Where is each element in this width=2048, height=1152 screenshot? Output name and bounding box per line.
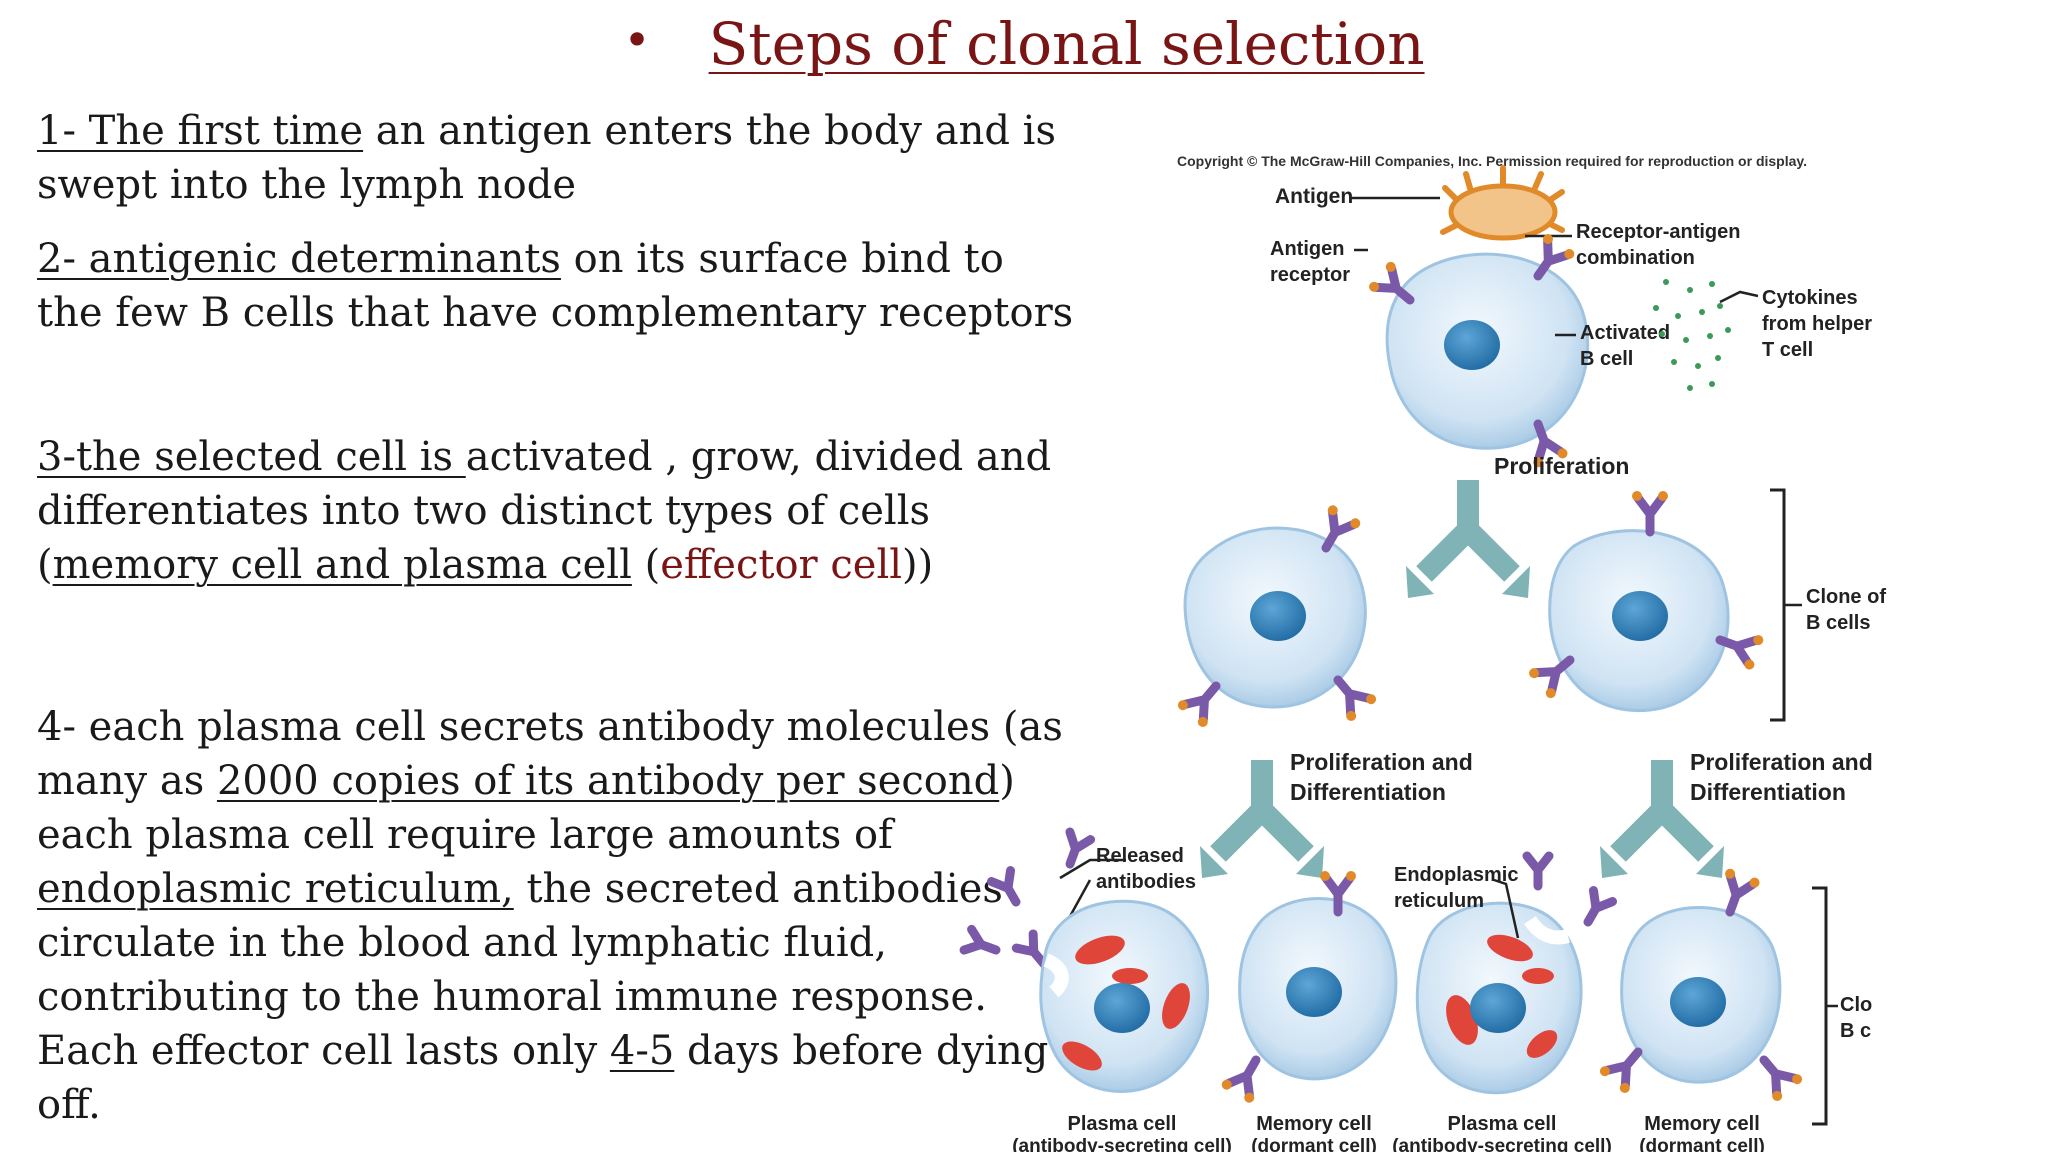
step-3-underlined-cells: memory cell and plasma cell [52,542,632,588]
label-prolif-diff-left-1: Proliferation and [1290,749,1473,775]
label-cytokines-3: T cell [1762,339,1813,361]
antigen-shape [1440,165,1565,241]
memory-cell-left [1220,871,1398,1105]
step-4: 4- each plasma cell secrets antibody mol… [37,700,1077,1132]
label-antigen-receptor-2: receptor [1270,264,1350,286]
prolif-diff-arrow-right [1600,760,1724,878]
label-clone-trunc-2: B c [1840,1020,1871,1042]
plasma-cell-right [1415,856,1612,1095]
label-plasma-left-1: Plasma cell [1068,1113,1177,1135]
step-3-effector: effector cell [660,542,903,588]
label-antigen: Antigen [1275,185,1353,208]
step-1-underlined: 1- The first time [37,108,364,154]
label-activated-2: B cell [1580,348,1633,370]
label-activated-1: Activated [1580,322,1670,344]
step-4-text-b: ) each plasma cell require large amounts… [37,758,1015,858]
label-prolif-diff-right-2: Differentiation [1690,779,1846,805]
clone-cell-right [1527,491,1765,713]
figure-svg: Copyright © The McGraw-Hill Companies, I… [950,153,1886,1152]
label-cytokines-1: Cytokines [1762,287,1858,309]
memory-cell-right [1598,867,1804,1103]
step-4-text-c: the secreted antibodies circulate in the… [37,866,1003,1074]
label-memory-right-2: (dormant cell) [1639,1136,1765,1152]
label-receptor-antigen-1: Receptor-antigen [1576,221,1740,243]
label-memory-left-2: (dormant cell) [1251,1136,1377,1152]
label-clone-1: Clone of [1806,586,1886,608]
step-4-text-d: days before dying off. [37,1028,1049,1128]
slide-title: • Steps of clonal selection [0,10,2048,78]
step-1: 1- The first time an antigen enters the … [37,104,1077,212]
step-4-text-a: 4- each plasma cell secrets antibody mol… [37,704,1063,804]
label-cytokines-2: from helper [1762,313,1872,335]
step-2-underlined: 2- antigenic determinants [37,236,561,282]
title-bullet: • [623,13,651,67]
figure-copyright: Copyright © The McGraw-Hill Companies, I… [1177,153,1807,169]
label-antigen-receptor-1: Antigen [1270,238,1344,260]
label-plasma-right-1: Plasma cell [1448,1113,1557,1135]
label-plasma-right-2: (antibody-secreting cell) [1392,1136,1612,1152]
step-3: 3-the selected cell is activated , grow,… [37,430,1077,592]
label-er-2: reticulum [1394,890,1484,912]
activated-b-cell [1367,232,1590,469]
step-3-text-c: )) [902,542,934,588]
label-memory-left-1: Memory cell [1256,1113,1372,1135]
clone-cell-left [1176,503,1378,728]
label-clone-2: B cells [1806,612,1870,634]
label-prolif-diff-left-2: Differentiation [1290,779,1446,805]
prolif-diff-arrow-left [1200,760,1324,878]
label-er-1: Endoplasmic [1394,864,1518,886]
clonal-selection-figure: Copyright © The McGraw-Hill Companies, I… [950,140,2048,1152]
step-3-underlined-start: 3-the selected cell is [37,434,466,480]
proliferation-arrow [1406,480,1530,598]
step-2-text: on its surface bind to the few B cells t… [37,236,1074,336]
step-1-text: an antigen enters the body and is swept … [37,108,1056,208]
label-clone-trunc-1: Clo [1840,994,1872,1016]
step-3-text-a: activated , grow, divided and differenti… [37,434,1052,588]
label-proliferation: Proliferation [1494,453,1629,479]
step-4-underlined-er: endoplasmic reticulum, [37,866,514,912]
step-4-underlined-copies: 2000 copies of its antibody per second [216,758,1000,804]
step-2: 2- antigenic determinants on its surface… [37,232,1077,340]
label-memory-right-1: Memory cell [1644,1113,1760,1135]
step-3-text-b: ( [631,542,661,588]
step-4-underlined-days: 4-5 [609,1028,675,1074]
label-released-1: Released [1096,845,1184,867]
label-released-2: antibodies [1096,871,1196,893]
title-text: Steps of clonal selection [708,10,1425,78]
plasma-cell-left [1039,899,1210,1093]
label-plasma-left-2: (antibody-secreting cell) [1012,1136,1232,1152]
label-receptor-antigen-2: combination [1576,247,1695,269]
label-prolif-diff-right-1: Proliferation and [1690,749,1873,775]
cytokine-dots [1653,279,1731,391]
